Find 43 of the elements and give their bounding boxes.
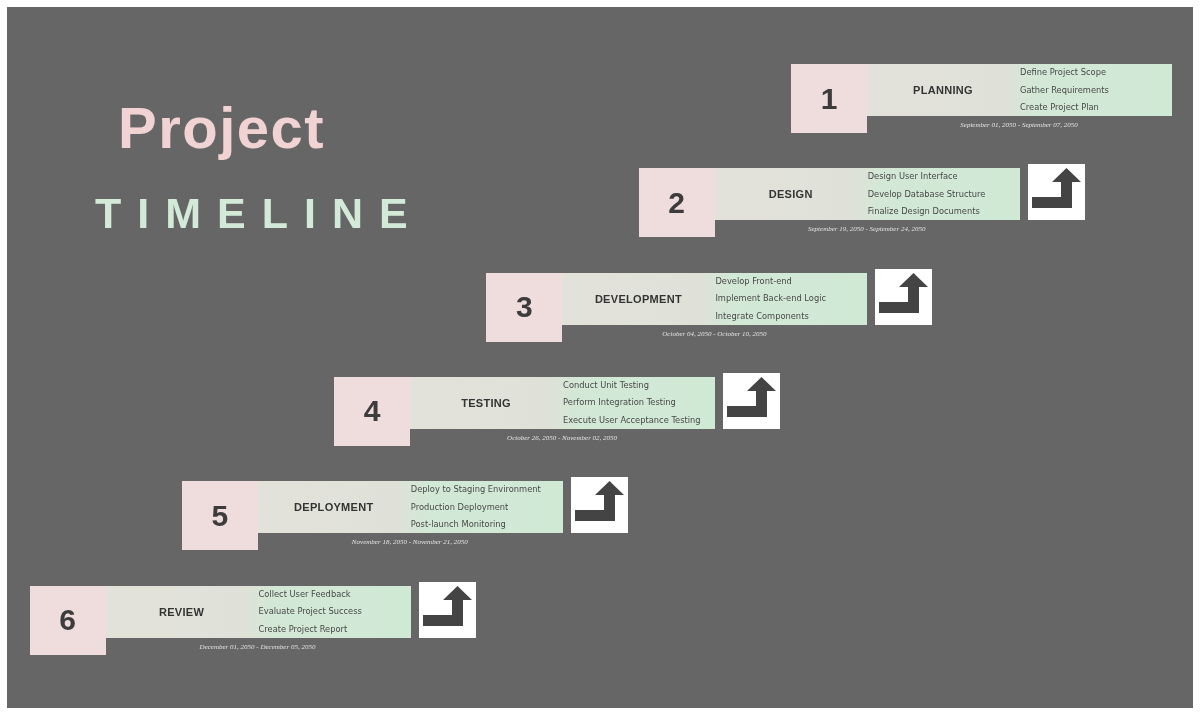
stage-title: PLANNING (913, 84, 973, 96)
stage-title: DEPLOYMENT (294, 501, 374, 514)
stage-title: DESIGN (768, 188, 813, 201)
number-tile (486, 272, 563, 342)
task-item: Create Project Report (258, 623, 348, 634)
task-item: Conduct Unit Testing (563, 379, 649, 390)
stage-band (410, 376, 716, 429)
step-number: 3 (516, 292, 533, 323)
step-number: 1 (820, 83, 838, 114)
stage-band (867, 64, 1172, 116)
number-tile (638, 168, 715, 238)
title: Project TIMELINE (94, 98, 424, 235)
stage-title: REVIEW (158, 605, 205, 618)
number-tile (334, 376, 411, 446)
stage-band (257, 481, 563, 534)
stage-band (105, 585, 411, 638)
task-item: Deploy to Staging Environment (410, 484, 541, 495)
step-number: 6 (59, 605, 76, 635)
task-item: Implement Back-end Logic (715, 293, 827, 304)
number-tile (791, 64, 867, 133)
task-item: Post-launch Monitoring (410, 519, 506, 530)
task-item: Design User Interface (867, 171, 958, 182)
task-item: Define Project Scope (1020, 67, 1107, 77)
stage-title: DEVELOPMENT (594, 292, 682, 305)
task-item: Execute User Acceptance Testing (563, 414, 701, 425)
number-tile (29, 585, 106, 655)
step-number: 2 (668, 187, 686, 218)
task-item: Create Project Plan (1020, 102, 1099, 112)
stage-title: TESTING (461, 396, 511, 409)
task-item: Develop Database Structure (867, 188, 986, 199)
task-item: Gather Requirements (1020, 84, 1109, 95)
task-item: Perform Integration Testing (563, 397, 676, 408)
number-tile (181, 481, 258, 551)
task-item: Finalize Design Documents (867, 206, 980, 217)
step-number: 4 (363, 396, 381, 427)
stage-band (562, 272, 868, 325)
task-item: Evaluate Project Success (258, 606, 362, 616)
task-item: Integrate Components (715, 310, 809, 321)
task-item: Production Deployment (410, 501, 509, 512)
task-item: Develop Front-end (715, 275, 792, 286)
step-number: 5 (211, 500, 229, 531)
stage-band (714, 168, 1020, 221)
task-item: Collect User Feedback (258, 588, 351, 599)
